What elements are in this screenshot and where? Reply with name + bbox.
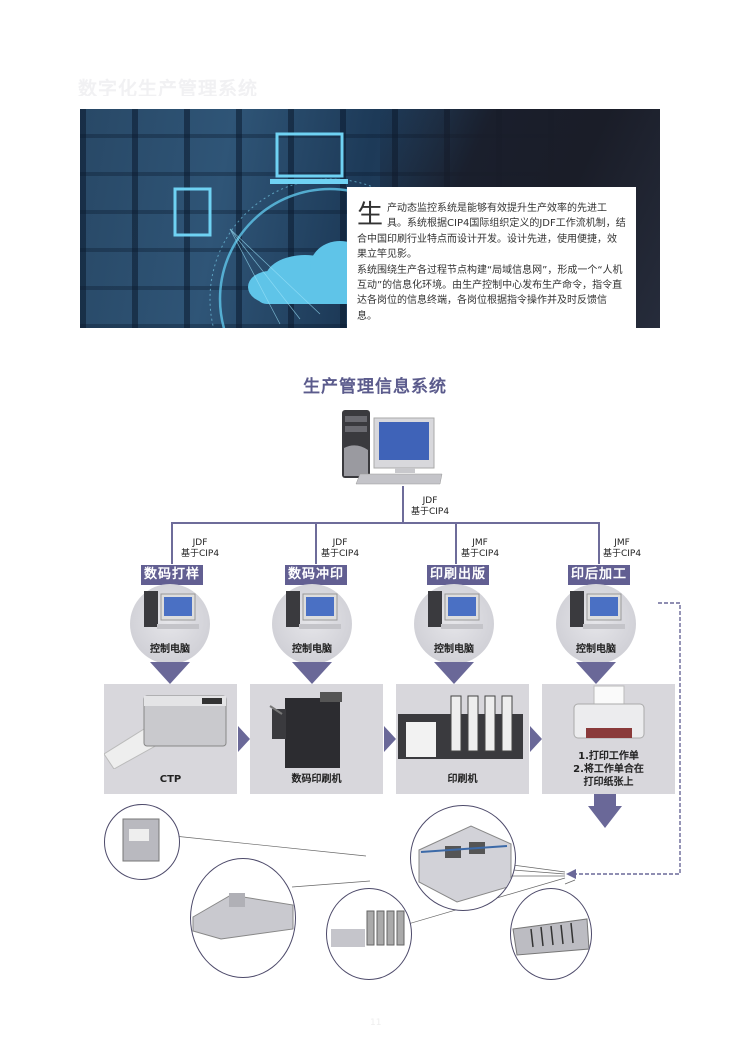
feedback-arrowhead-icon (566, 869, 576, 879)
gathering-line-icon (512, 918, 590, 956)
device-label-line-3: 打印纸张上 (583, 777, 634, 788)
protocol: JDF (192, 538, 208, 548)
folding-machine-circle (190, 858, 296, 978)
network-rays (229, 228, 321, 325)
keyboard-icon (270, 179, 348, 184)
protocol-standard: 基于CIP4 (460, 549, 500, 559)
down-arrow-icon (292, 662, 332, 684)
device-label-line-2: 2.将工作单合在 (573, 764, 644, 775)
control-pc-label: 控制电脑 (292, 644, 332, 655)
branch-protocol-label: JDF 基于CIP4 (178, 538, 222, 560)
control-pc-label: 控制电脑 (434, 644, 474, 655)
monitor-icon (275, 132, 344, 178)
control-pc-icon (286, 591, 341, 629)
branch-protocol-label: JDF 基于CIP4 (318, 538, 362, 560)
collator-circle (326, 888, 412, 980)
stage-tag: 数码打样 (141, 565, 203, 585)
main-link-standard: 基于CIP4 (410, 507, 450, 517)
main-link-label: JDF 基于CIP4 (405, 496, 455, 518)
protocol: JMF (472, 538, 488, 548)
tablet-icon (173, 187, 212, 237)
feedback-dashed-line (572, 602, 681, 875)
paper-cutter-circle (104, 804, 180, 880)
intro-paragraph-2: 系统围绕生产各过程节点构建“局域信息网”，形成一个“人机互动”的信息化环境。由生… (357, 264, 623, 322)
control-pc-label: 控制电脑 (150, 644, 190, 655)
central-computer-icon (342, 410, 443, 485)
device-panel-printer: 1.打印工作单 2.将工作单合在 打印纸张上 (542, 684, 675, 794)
trunk-line (402, 486, 404, 522)
device-label: CTP (159, 774, 182, 785)
stage-tag: 数码冲印 (285, 565, 347, 585)
faint-header-title: 数字化生产管理系统 (78, 78, 259, 96)
branch-bus-line (171, 522, 599, 524)
control-pc-icon (570, 591, 625, 629)
binding-machine-circle (410, 805, 516, 911)
protocol-standard: 基于CIP4 (180, 549, 220, 559)
ctp-device-icon (103, 695, 227, 770)
inkjet-printer-icon (573, 685, 645, 739)
control-pc-label: 控制电脑 (576, 644, 616, 655)
drop-cap: 生 (357, 200, 384, 230)
main-link-protocol: JDF (422, 496, 438, 506)
intro-paragraph-1: 产动态监控系统是能够有效提升生产效率的先进工具。系统根据CIP4国际组织定义的J… (357, 203, 626, 261)
protocol-standard: 基于CIP4 (320, 549, 360, 559)
device-panel-digital-press: 数码印刷机 (250, 684, 383, 794)
protocol-standard: 基于CIP4 (602, 549, 642, 559)
branch-drop-line (598, 522, 600, 564)
offset-press-icon (398, 695, 523, 759)
page-number: 11 (370, 1018, 382, 1028)
gathering-line-circle (510, 888, 592, 980)
down-arrow-icon (576, 662, 616, 684)
device-label: 数码印刷机 (291, 774, 342, 785)
down-arrow-icon (588, 806, 622, 828)
device-panel-offset-press: 印刷机 (396, 684, 529, 794)
branch-drop-line (171, 522, 173, 564)
paper-cutter-icon (122, 818, 160, 862)
branch-protocol-label: JMF 基于CIP4 (458, 538, 502, 560)
digital-press-icon (269, 692, 342, 768)
down-arrow-icon (434, 662, 474, 684)
protocol: JMF (614, 538, 630, 548)
stage-tag: 印刷出版 (427, 565, 489, 585)
binding-machine-icon (418, 825, 512, 903)
device-label-line-1: 1.打印工作单 (578, 751, 639, 762)
control-pc-icon (144, 591, 199, 629)
branch-drop-line (315, 522, 317, 564)
branch-protocol-label: JMF 基于CIP4 (600, 538, 644, 560)
down-arrow-stem (594, 794, 616, 806)
right-arrow-icon (238, 726, 250, 752)
folding-machine-icon (192, 893, 294, 940)
diagram-title: 生产管理信息系统 (303, 377, 447, 397)
device-label: 印刷机 (447, 774, 478, 785)
intro-text-box: 生 产动态监控系统是能够有效提升生产效率的先进工具。系统根据CIP4国际组织定义… (347, 187, 636, 328)
stage-tag: 印后加工 (568, 565, 630, 585)
collator-icon (331, 910, 405, 947)
right-arrow-icon (530, 726, 542, 752)
protocol: JDF (332, 538, 348, 548)
down-arrow-icon (150, 662, 190, 684)
device-panel-ctp: CTP (103, 684, 237, 794)
branch-drop-line (455, 522, 457, 564)
control-pc-icon (428, 591, 483, 629)
right-arrow-icon (384, 726, 396, 752)
